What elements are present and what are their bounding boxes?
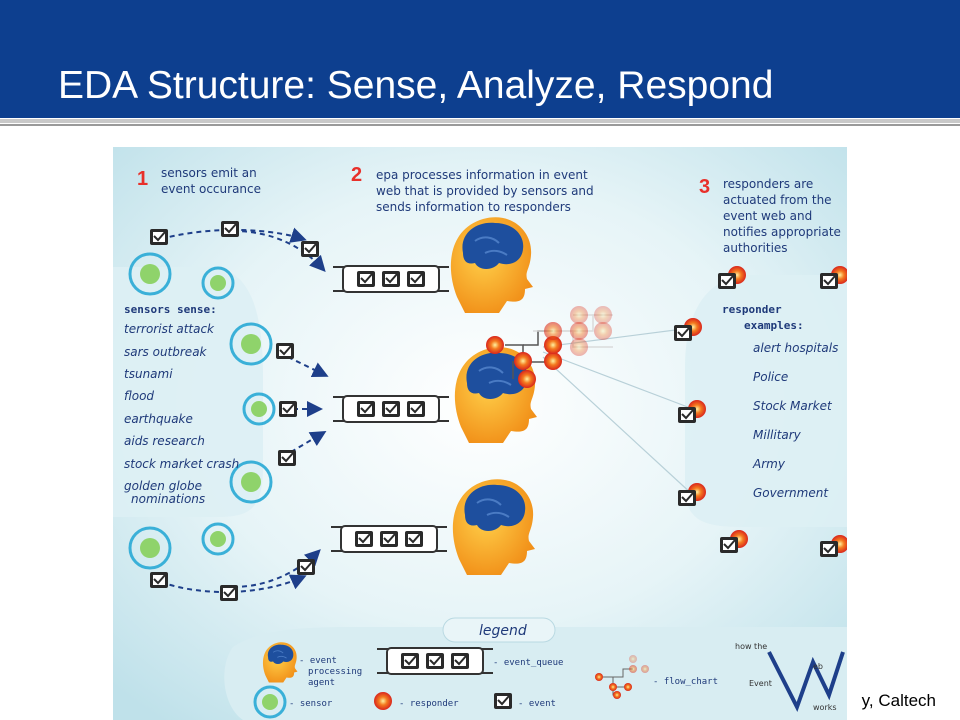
sensor-list-item: stock market crash: [124, 457, 239, 471]
step-1-text-line: sensors emit an: [161, 166, 257, 180]
legend-flow-icon: [595, 655, 649, 699]
step-1-number: 1: [137, 168, 148, 190]
event-icon: [219, 584, 239, 602]
responder-heading-line: examples:: [744, 319, 804, 332]
epa-head-icon: [451, 478, 536, 576]
responder-list-item: Army: [752, 457, 786, 471]
sensor-list-item: tsunami: [124, 367, 173, 381]
logo-event-text: Event: [749, 679, 772, 688]
legend-queue-icon: [377, 648, 493, 674]
logo-how-text: how the: [735, 642, 767, 651]
epa-head-icon: [449, 216, 534, 314]
header-divider: [0, 119, 960, 123]
step-2-number: 2: [351, 164, 362, 186]
legend-event-label: - event: [518, 699, 556, 709]
logo-works-text: works: [813, 703, 837, 712]
event-icon: [149, 571, 169, 589]
event-icon: [278, 400, 298, 418]
slide-title: EDA Structure: Sense, Analyze, Respond: [58, 64, 774, 107]
legend-epa-icon: [262, 641, 298, 683]
responder-list-item: Police: [753, 370, 788, 384]
sensor-list-item: aids research: [124, 434, 205, 448]
responder-links: [542, 328, 694, 496]
event-icon: [149, 228, 169, 246]
legend-epa-label: - event: [299, 656, 337, 666]
step-3-text-line: notifies appropriate: [723, 225, 841, 239]
step-3-text-line: event web and: [723, 209, 812, 223]
footer-credit: y, Caltech: [861, 691, 936, 710]
responder-list-item: Stock Market: [753, 399, 833, 413]
sensor-list-item: sars outbreak: [124, 345, 208, 359]
sensor-list-item: earthquake: [124, 412, 193, 426]
event-queue: [333, 266, 449, 292]
responder-list-item: alert hospitals: [753, 341, 838, 355]
event-queue: [331, 526, 447, 552]
eda-diagram: 1 sensors emit an event occurance 2 epa …: [113, 147, 847, 720]
legend-epa-label: processing: [308, 667, 362, 677]
event-icon: [277, 449, 297, 467]
legend-event-icon: [493, 692, 513, 710]
legend-epa-label: agent: [308, 678, 335, 688]
step-2-text-line: web that is provided by sensors and: [376, 184, 594, 198]
flow-chart: [486, 306, 613, 388]
step-2-text-line: epa processes information in event: [376, 168, 588, 182]
step-3-number: 3: [699, 176, 710, 198]
logo-web-text: eb: [813, 662, 823, 671]
legend-queue-label: - event_queue: [493, 658, 563, 668]
step-2-text-line: sends information to responders: [376, 200, 571, 214]
header-divider-thin: [0, 124, 960, 126]
sensor-list-item: terrorist attack: [124, 322, 215, 336]
step-3-text-line: authorities: [723, 241, 788, 255]
event-queue: [333, 396, 449, 422]
event-icon: [296, 558, 316, 576]
event-web-logo: how the Event eb works: [735, 642, 845, 713]
legend-responder-label: - responder: [399, 699, 459, 709]
responder-list-item: Government: [753, 486, 829, 500]
sensor-list-item: flood: [124, 389, 154, 403]
sensor-list-item: nominations: [131, 492, 205, 506]
legend-sensor-label: - sensor: [289, 699, 333, 709]
event-icon: [300, 240, 320, 258]
step-1-text-line: event occurance: [161, 182, 261, 196]
sensors-heading: sensors sense:: [124, 303, 217, 316]
event-icon: [275, 342, 295, 360]
header-bar: [0, 0, 960, 118]
step-3-text-line: actuated from the: [723, 193, 832, 207]
sensor-panel: [113, 267, 263, 517]
responder-heading-line: responder: [722, 303, 782, 316]
legend-flow-label: - flow_chart: [653, 677, 718, 687]
step-3-text-line: responders are: [723, 177, 813, 191]
responder-list-item: Millitary: [753, 428, 802, 442]
event-icon: [220, 220, 240, 238]
responder-panel: [685, 275, 847, 527]
legend-tab: [442, 617, 556, 643]
legend-title: legend: [479, 623, 527, 639]
sensor-list-item: golden globe: [124, 479, 202, 493]
legend-responder-icon: [374, 692, 392, 710]
